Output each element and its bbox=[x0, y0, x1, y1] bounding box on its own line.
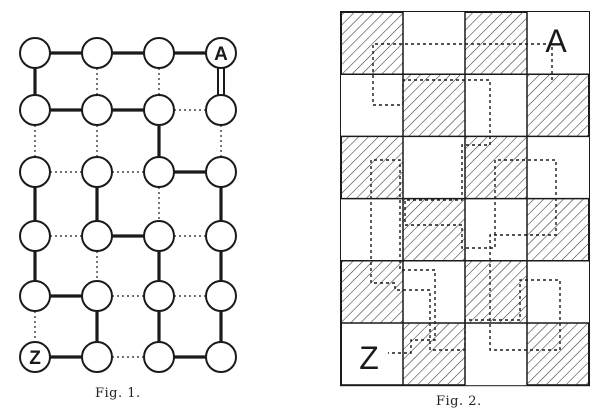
plain-square bbox=[403, 136, 465, 199]
grid-node bbox=[205, 280, 237, 312]
grid-node bbox=[81, 94, 113, 126]
corner-label-z: Z bbox=[359, 340, 379, 376]
dotted-tour-path bbox=[370, 43, 561, 354]
figure-1-caption: Fig. 1. bbox=[95, 386, 141, 401]
corner-label-a: A bbox=[545, 23, 567, 59]
node-label-a: A bbox=[214, 44, 228, 65]
hatched-square bbox=[341, 136, 403, 199]
grid-node bbox=[143, 280, 175, 312]
grid-node bbox=[81, 220, 113, 252]
grid-node bbox=[205, 37, 237, 69]
hatched-square bbox=[403, 323, 465, 386]
grid-node bbox=[19, 280, 51, 312]
hatched-square bbox=[527, 74, 589, 137]
grid-node bbox=[205, 341, 237, 373]
grid-node bbox=[19, 94, 51, 126]
grid-node bbox=[205, 156, 237, 188]
plain-square bbox=[403, 260, 465, 323]
hatched-square bbox=[403, 198, 465, 261]
hatched-square bbox=[465, 12, 527, 75]
plain-square bbox=[527, 260, 589, 323]
grid-node bbox=[81, 280, 113, 312]
plain-square bbox=[465, 74, 527, 137]
grid-node bbox=[143, 341, 175, 373]
grid-node bbox=[19, 156, 51, 188]
plain-square bbox=[465, 198, 527, 261]
grid-node bbox=[19, 341, 51, 373]
plain-square bbox=[341, 198, 403, 261]
hatched-square bbox=[465, 260, 527, 323]
node-label-z: Z bbox=[29, 348, 41, 369]
plain-square bbox=[465, 323, 527, 386]
hatched-square bbox=[465, 136, 527, 199]
grid-node bbox=[81, 341, 113, 373]
plain-square bbox=[527, 136, 589, 199]
plain-square bbox=[403, 12, 465, 75]
grid-node bbox=[19, 220, 51, 252]
hatched-square bbox=[341, 260, 403, 323]
grid-node bbox=[143, 220, 175, 252]
grid-node bbox=[143, 37, 175, 69]
grid-node bbox=[19, 37, 51, 69]
figure-2-caption: Fig. 2. bbox=[436, 394, 482, 409]
grid-node bbox=[205, 94, 237, 126]
hatched-square bbox=[403, 74, 465, 137]
hatched-square bbox=[527, 323, 589, 386]
hatched-square bbox=[527, 198, 589, 261]
grid-node bbox=[81, 156, 113, 188]
grid-node bbox=[81, 37, 113, 69]
hatched-square bbox=[341, 12, 403, 75]
grid-node bbox=[205, 220, 237, 252]
plain-square bbox=[527, 12, 589, 75]
grid-node bbox=[143, 94, 175, 126]
grid-node bbox=[143, 156, 175, 188]
